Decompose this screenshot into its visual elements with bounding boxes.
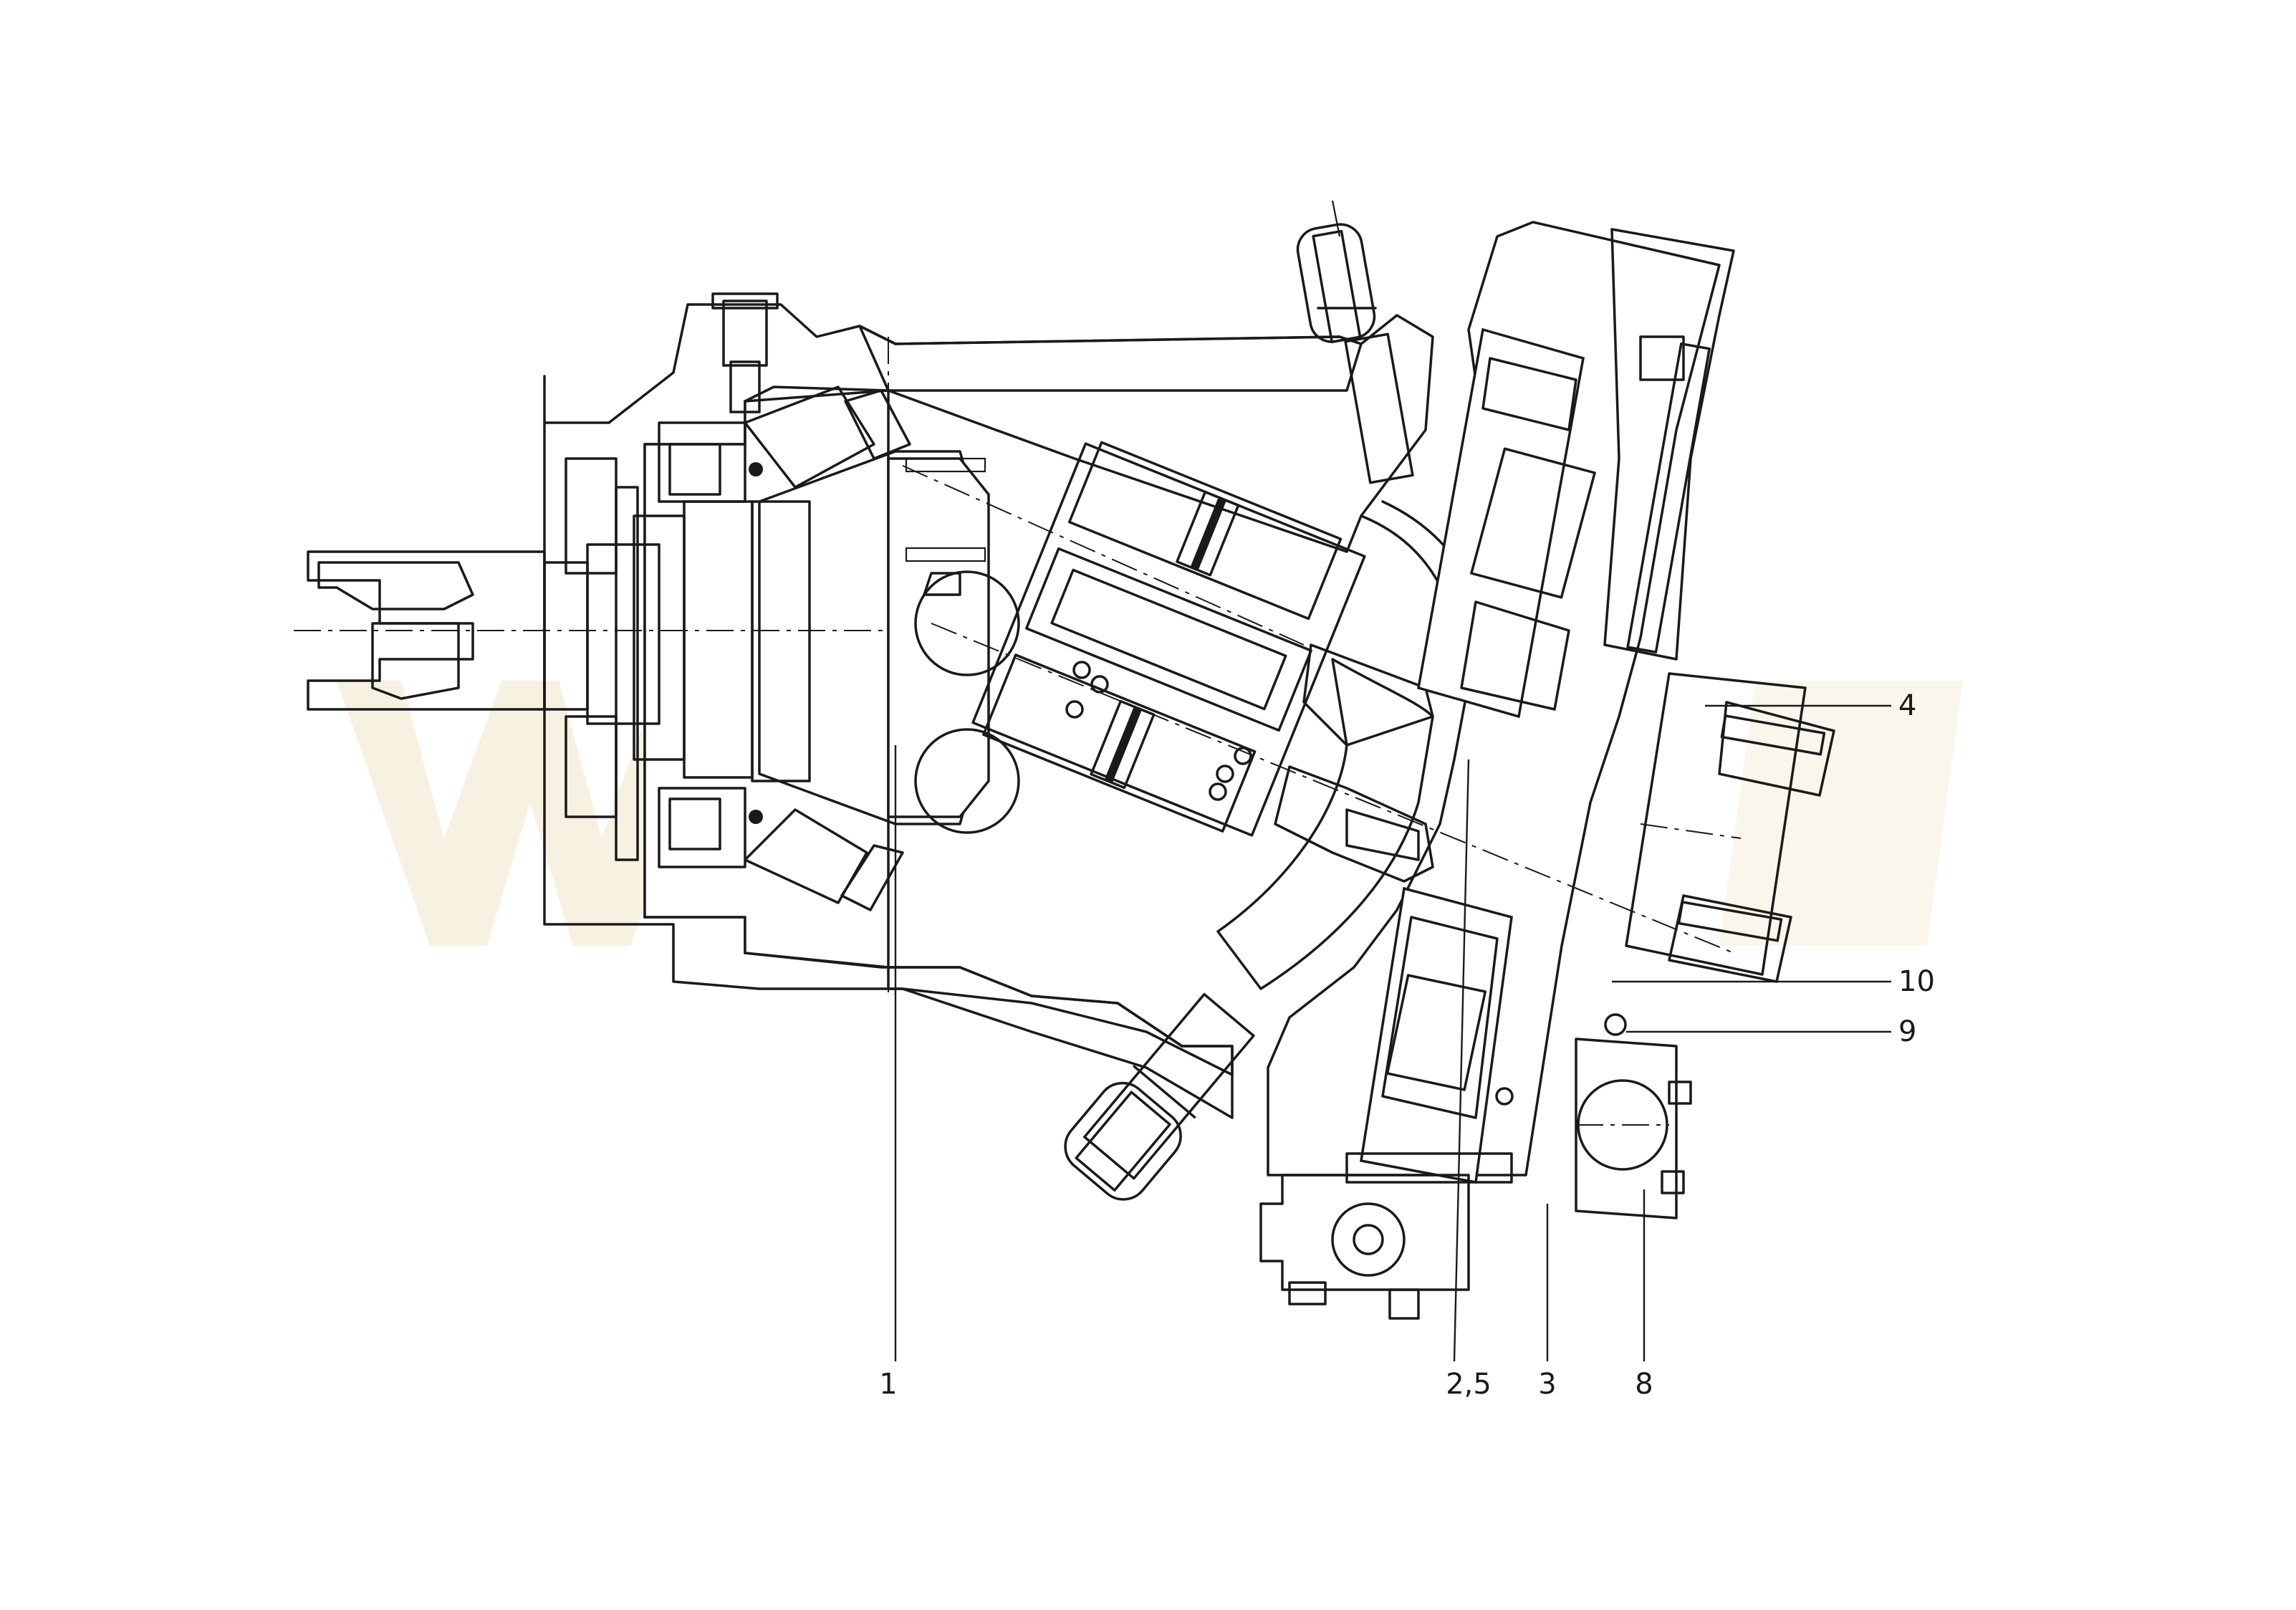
shaft-bearing-stack [565,421,811,868]
callout-1: 1 [879,1368,897,1401]
callout-2-5: 2,5 [1446,1368,1492,1401]
block-screws [1065,661,1252,801]
control-valve-block [1495,672,1835,1220]
drive-shaft [294,543,917,725]
tapered-roller-bearings [744,385,911,911]
centre-pin [1274,765,1434,883]
callout-8: 8 [1635,1368,1653,1401]
callout-labels: 1 2,5 3 8 9 10 4 [879,689,1935,1401]
centre-lines [888,337,1734,992]
callout-9: 9 [1898,1015,1916,1048]
watermark-logo [337,681,1963,946]
control-housing [1267,221,1735,1184]
top-plug-screws [711,200,1414,484]
callout-3: 3 [1538,1368,1556,1401]
callout-4: 4 [1898,689,1916,722]
bottom-plug-screw [1064,992,1255,1201]
bottom-port-block [1259,1174,1470,1320]
callout-10: 10 [1898,965,1935,998]
callout-leaders [894,704,1891,1362]
cylinder-block [971,441,1366,837]
